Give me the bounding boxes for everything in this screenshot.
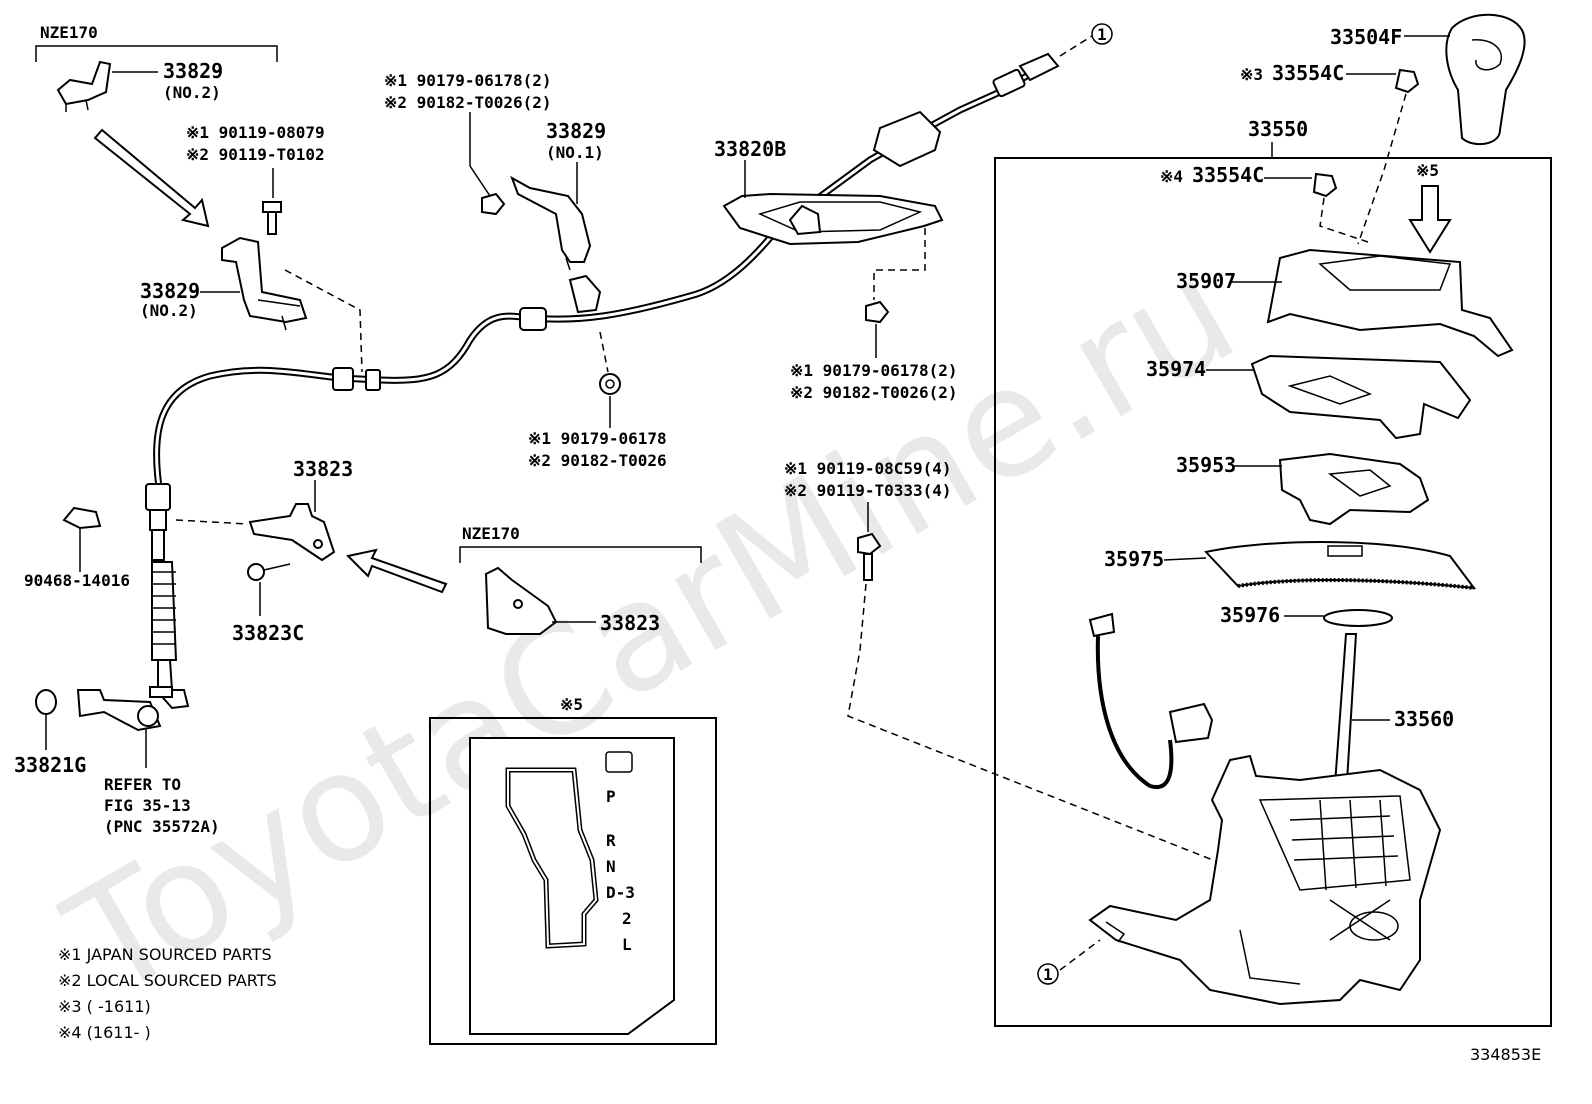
group-label-nze170-mid: NZE170 bbox=[462, 524, 520, 543]
legend-item-4: ※4 (1611- ) bbox=[58, 1023, 151, 1042]
mark-5-arrow: ※5 bbox=[1416, 161, 1439, 180]
bezel-35907[interactable] bbox=[1230, 248, 1514, 358]
label-nut-90179-a-japan: ※1 90179-06178(2) bbox=[384, 71, 552, 90]
bracket-33823-alt[interactable] bbox=[484, 566, 596, 635]
mark-5-box: ※5 bbox=[560, 695, 583, 714]
bolt-33823C[interactable] bbox=[247, 563, 291, 616]
shifter-base-assembly[interactable] bbox=[1088, 754, 1442, 1006]
label-33823C: 33823C bbox=[232, 621, 304, 645]
label-nut-90179-b-japan: ※1 90179-06178 bbox=[528, 429, 667, 448]
cap-33554C-b[interactable] bbox=[1264, 172, 1369, 243]
wire-harness[interactable] bbox=[1088, 612, 1214, 790]
arrow-top-left bbox=[93, 128, 210, 228]
gate-N: N bbox=[606, 857, 616, 876]
knob-33504F[interactable] bbox=[1404, 13, 1526, 146]
arrow-mid bbox=[345, 548, 448, 594]
label-33829-mid-sub: (NO.1) bbox=[546, 143, 604, 162]
label-nut-90179-b-local: ※2 90182-T0026 bbox=[528, 451, 667, 470]
bolt-90119-c[interactable] bbox=[847, 502, 1381, 927]
ref-number-1-bottom: 1 bbox=[1043, 965, 1053, 984]
label-90468: 90468-14016 bbox=[24, 571, 130, 590]
refer-line-2: FIG 35-13 bbox=[104, 796, 191, 815]
label-33550: 33550 bbox=[1248, 117, 1308, 141]
nut-90179-c[interactable] bbox=[865, 300, 890, 358]
group-nze170-mid: NZE170 bbox=[459, 524, 702, 563]
arrow-view-5 bbox=[1408, 185, 1452, 254]
bracket-33823[interactable] bbox=[248, 480, 336, 562]
nut-90179-a[interactable] bbox=[469, 112, 506, 216]
ref-marker-1-bottom: 1 bbox=[1037, 939, 1101, 985]
label-35975: 35975 bbox=[1104, 547, 1164, 571]
label-33504F: 33504F bbox=[1330, 25, 1402, 49]
gate-position-labels: P R N D-3 2 L bbox=[606, 787, 635, 954]
label-33829-left: 33829 bbox=[140, 279, 200, 303]
label-33829-left-sub: (NO.2) bbox=[140, 301, 198, 320]
label-nut-90179-a-local: ※2 90182-T0026(2) bbox=[384, 93, 552, 112]
grommet-33821G[interactable] bbox=[35, 689, 57, 750]
boot-33820B[interactable] bbox=[722, 160, 944, 300]
nut-90179-b[interactable] bbox=[599, 331, 621, 428]
label-33829-mid: 33829 bbox=[546, 119, 606, 143]
bracket-33829-left[interactable] bbox=[200, 236, 363, 373]
label-33554C-b: 33554C bbox=[1192, 163, 1264, 187]
label-33829-top: 33829 bbox=[163, 59, 223, 83]
label-33821G: 33821G bbox=[14, 753, 86, 777]
label-bolt-90119-japan: ※1 90119-08079 bbox=[186, 123, 325, 142]
console-box-33550 bbox=[994, 142, 1552, 1027]
label-33560: 33560 bbox=[1394, 707, 1454, 731]
label-33823-a: 33823 bbox=[293, 457, 353, 481]
refer-line-3: (PNC 35572A) bbox=[104, 817, 220, 836]
legend-item-1: ※1 JAPAN SOURCED PARTS bbox=[58, 945, 272, 964]
label-bolt-90119-c-local: ※2 90119-T0333(4) bbox=[784, 481, 952, 500]
mark-3: ※3 bbox=[1240, 65, 1263, 84]
refer-line-1: REFER TO bbox=[104, 775, 181, 794]
detail-box-5 bbox=[429, 717, 717, 1045]
figure-code: 334853E bbox=[1470, 1045, 1541, 1064]
label-bolt-90119-c-japan: ※1 90119-08C59(4) bbox=[784, 459, 952, 478]
ref-number-1-top: 1 bbox=[1097, 25, 1107, 44]
legend-item-3: ※3 ( -1611) bbox=[58, 997, 151, 1016]
cover-35975[interactable] bbox=[1163, 541, 1477, 590]
label-33820B: 33820B bbox=[714, 137, 786, 161]
label-35953: 35953 bbox=[1176, 453, 1236, 477]
label-33823-b: 33823 bbox=[600, 611, 660, 635]
label-nut-90179-c-japan: ※1 90179-06178(2) bbox=[790, 361, 958, 380]
group-label-nze170-top: NZE170 bbox=[40, 23, 98, 42]
gate-D3: D-3 bbox=[606, 883, 635, 902]
group-nze170-top: NZE170 bbox=[35, 23, 278, 62]
gate-R: R bbox=[606, 831, 616, 850]
bolt-90119[interactable] bbox=[262, 168, 282, 235]
cable-lever-ref[interactable] bbox=[76, 689, 162, 768]
label-35907: 35907 bbox=[1176, 269, 1236, 293]
legend-item-2: ※2 LOCAL SOURCED PARTS bbox=[58, 971, 277, 990]
label-35974: 35974 bbox=[1146, 357, 1206, 381]
label-33829-top-sub: (NO.2) bbox=[163, 83, 221, 102]
label-nut-90179-c-local: ※2 90182-T0026(2) bbox=[790, 383, 958, 402]
bracket-33829-top[interactable] bbox=[56, 60, 158, 112]
label-bolt-90119-local: ※2 90119-T0102 bbox=[186, 145, 325, 164]
label-33554C-a: 33554C bbox=[1272, 61, 1344, 85]
legend: ※1 JAPAN SOURCED PARTS ※2 LOCAL SOURCED … bbox=[58, 945, 277, 1042]
cover-35976[interactable] bbox=[1284, 609, 1393, 627]
shift-cable[interactable] bbox=[145, 52, 1060, 710]
plate-35974[interactable] bbox=[1206, 354, 1472, 440]
plate-35953[interactable] bbox=[1234, 452, 1430, 526]
cap-33554C-a[interactable] bbox=[1346, 68, 1420, 245]
bracket-33829-mid[interactable] bbox=[510, 162, 602, 314]
clip-90468[interactable] bbox=[62, 506, 102, 572]
gate-2: 2 bbox=[622, 909, 632, 928]
ref-marker-1-top: 1 bbox=[1059, 23, 1113, 57]
label-35976: 35976 bbox=[1220, 603, 1280, 627]
mark-4: ※4 bbox=[1160, 167, 1183, 186]
gate-L: L bbox=[622, 935, 632, 954]
gate-P: P bbox=[606, 787, 616, 806]
